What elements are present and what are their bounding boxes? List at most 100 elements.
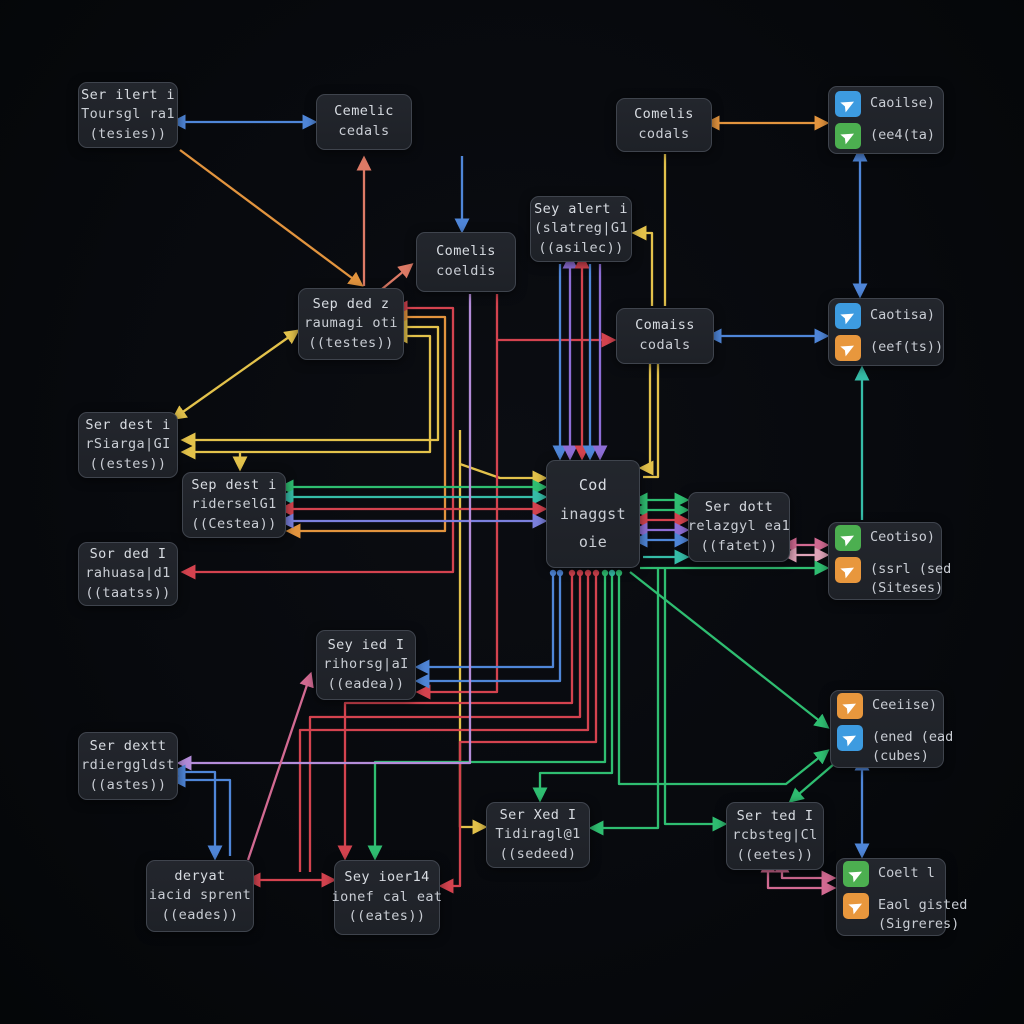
node-label: (ssrl (sed: [870, 561, 952, 578]
edge-arrow-blue: [414, 570, 555, 675]
icon-row: (ssrl (sed(Siteses): [835, 557, 951, 596]
edge-endpoint-dot: [601, 569, 609, 577]
node-label: rihorsg|aI: [323, 656, 409, 673]
paper-plane-icon: [835, 557, 861, 584]
icon-row: (eef(ts)): [835, 335, 943, 361]
node-label: Ceeiise): [872, 697, 938, 714]
paper-plane-icon: [835, 303, 861, 329]
node-label: ((asilec)): [538, 239, 624, 256]
edge-arrow-red: [438, 570, 598, 894]
node-b17: Ceeiise)(ened (ead(cubes): [830, 690, 953, 768]
edge-arrow-lavender: [176, 294, 472, 771]
node-label: Ser ted I: [736, 807, 814, 824]
icon-row-label: (ssrl (sed(Siteses): [870, 557, 951, 596]
icon-row-label: Caoilse): [870, 91, 935, 112]
node-b18: Ser dextt rdierggldst ((astes)): [78, 732, 178, 800]
node-label: coeldis: [436, 263, 496, 279]
icon-row: Coelt l: [843, 861, 939, 888]
node-label: Ser dextt: [89, 737, 167, 754]
node-label: relazgyl ea1: [687, 518, 791, 535]
node-label: rcbsteg|Cl: [732, 827, 818, 844]
node-label: Sey ied I: [327, 636, 405, 653]
edge-arrow-yellow: [171, 329, 300, 421]
node-label: Ceotiso): [870, 529, 936, 546]
icon-row: Ceeiise): [837, 693, 937, 720]
node-b5: Sey alert i(slatreg|G1((asilec)): [530, 196, 632, 262]
paper-plane-icon: [835, 91, 861, 117]
icon-row: (ee4(ta): [835, 123, 937, 149]
edge-arrow-green: [629, 571, 830, 729]
icon-row-label: Ceotiso): [870, 525, 935, 546]
icon-row-label: Caotisa): [870, 303, 935, 324]
icon-row: Caotisa): [835, 303, 937, 329]
node-label: (Sigreres): [878, 915, 960, 932]
node-label: Ser dott: [704, 498, 774, 515]
paper-plane-icon: [835, 525, 861, 552]
edge-arrow-red: [308, 570, 582, 872]
edge-endpoint-dot: [584, 569, 592, 577]
edge-arrow-green: [617, 570, 830, 786]
node-label: ((astes)): [89, 776, 167, 793]
edge-arrow-pink: [246, 671, 314, 861]
node-label: rSiarga|GI: [85, 436, 171, 453]
node-label: ((eates)): [348, 908, 426, 925]
node-label: codals: [638, 126, 690, 142]
node-label: rdierggldst: [81, 757, 175, 774]
node-label: deryat: [174, 867, 226, 884]
paper-plane-icon: [835, 335, 861, 361]
edge-endpoint-dot: [615, 569, 623, 577]
node-label: ((eadea)): [327, 675, 405, 692]
node-label: Sep ded z: [312, 295, 390, 312]
node-label: Sor ded I: [89, 545, 167, 562]
edge-arrow-green: [532, 570, 614, 803]
edge-arrow-pink: [760, 857, 837, 896]
node-label: ((testes)): [308, 334, 394, 351]
node-label: Toursgl ra1: [81, 106, 175, 123]
edge-arrow-red: [415, 294, 499, 700]
node-label: (tesies)): [89, 125, 167, 142]
edge-arrow-yellow: [458, 464, 488, 835]
node-label: (Siteses): [870, 579, 944, 596]
node-label: riderselG1: [191, 496, 277, 513]
node-label: (slatreg|G1: [534, 220, 628, 237]
edge-arrow-green: [663, 568, 728, 832]
node-label: Ser Xed I: [499, 806, 577, 823]
edge-endpoint-dot: [608, 569, 616, 577]
node-label: ((fatet)): [700, 537, 778, 554]
edge-arrow-yellow: [638, 364, 654, 476]
node-label: ((sedeed): [499, 845, 577, 862]
paper-plane-icon: [835, 123, 861, 149]
edge-arrow-blue: [414, 570, 562, 689]
node-label: (cubes): [872, 747, 929, 764]
edge-arrow-blue: [170, 764, 223, 861]
paper-plane-icon: [843, 893, 869, 920]
node-label: Ser ilert i: [81, 86, 175, 103]
node-label: ((eades)): [161, 906, 239, 923]
icon-row: Ceotiso): [835, 525, 935, 552]
edge-arrow-orange: [285, 309, 447, 539]
edge-arrow-yellow: [631, 225, 654, 306]
edge-arrow-blue: [170, 772, 232, 856]
node-b7: Sep ded z raumagi oti ((testes)): [298, 288, 404, 360]
node-label: raumagi oti: [304, 315, 398, 332]
edge-arrow-green: [788, 763, 835, 803]
node-label: Ser dest i: [85, 416, 171, 433]
node-label: Cemelic: [334, 103, 394, 120]
icon-row-label: Ceeiise): [872, 693, 937, 714]
edge-arrow-red: [298, 570, 590, 872]
node-label: ((taatss)): [85, 584, 171, 601]
edge-endpoint-dot: [592, 569, 600, 577]
node-label: inaggst: [559, 504, 626, 523]
node-label: Sep dest i: [191, 476, 277, 493]
node-b15: Ceotiso) (ssrl (sed(Siteses): [828, 522, 951, 600]
node-b4: Caoilse) (ee4(ta): [828, 86, 944, 154]
